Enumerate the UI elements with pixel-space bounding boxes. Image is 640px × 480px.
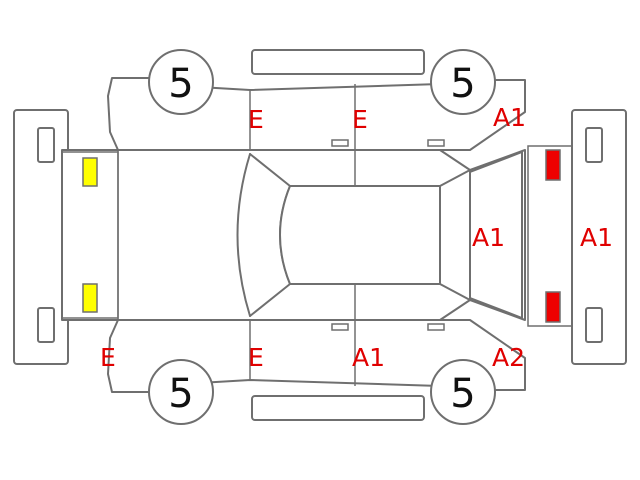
front-lamp-left [82, 157, 98, 187]
front-bumper [13, 109, 69, 365]
tire-rear-right: 5 [430, 359, 496, 425]
tire-score: 5 [450, 61, 475, 107]
left-side-sill [251, 49, 425, 75]
code-front-right-door: E [248, 343, 264, 372]
tire-rear-left: 5 [430, 49, 496, 115]
rear-lamp-right [545, 291, 561, 323]
rear-lamp-left [545, 149, 561, 181]
tire-score: 5 [168, 371, 193, 417]
right-side-sill [251, 395, 425, 421]
code-rear-glass: A1 [472, 223, 505, 252]
code-rear-right-quarter: A2 [492, 343, 525, 372]
code-front-right-fender: E [100, 343, 116, 372]
code-rear-bumper: A1 [580, 223, 613, 252]
rear-bumper [571, 109, 627, 365]
tire-front-right: 5 [148, 359, 214, 425]
tire-score: 5 [450, 371, 475, 417]
code-rear-right-door: A1 [352, 343, 385, 372]
tire-front-left: 5 [148, 49, 214, 115]
code-front-left-door: E [248, 105, 264, 134]
code-rear-left-door: E [352, 105, 368, 134]
tire-score: 5 [168, 61, 193, 107]
front-lamp-right [82, 283, 98, 313]
car-top-view [61, 145, 573, 327]
code-rear-left-quarter: A1 [493, 103, 526, 132]
